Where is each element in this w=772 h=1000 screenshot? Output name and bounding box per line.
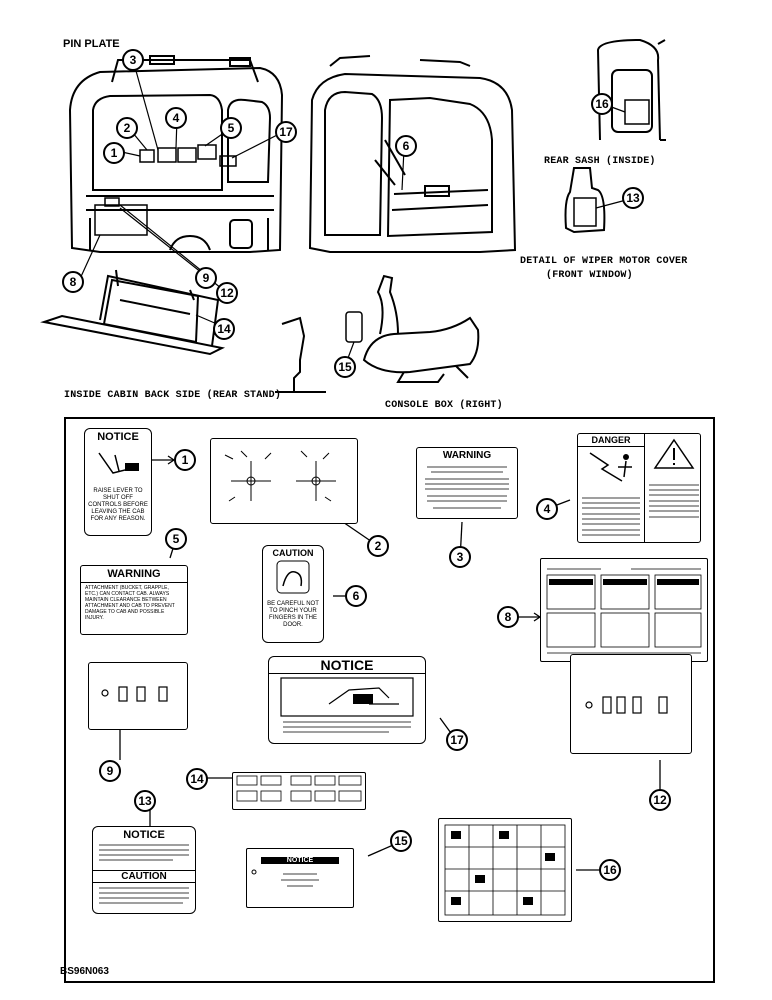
callout-14: 14 — [186, 768, 208, 790]
decal-4-danger: DANGER — [577, 433, 701, 543]
callout-3: 3 — [449, 546, 471, 568]
callout-14-upper: 14 — [213, 318, 235, 340]
callout-15-upper: 15 — [334, 356, 356, 378]
pinch-hand-icon — [276, 560, 310, 594]
decal-1-title: NOTICE — [97, 431, 139, 443]
callout-15: 15 — [390, 830, 412, 852]
callout-17: 17 — [446, 729, 468, 751]
decal-5-warning: WARNING ATTACHMENT (BUCKET, GRAPPLE, ETC… — [80, 565, 188, 635]
pin-plate-label: PIN PLATE — [63, 38, 120, 50]
decal-13-title2: CAUTION — [93, 870, 195, 883]
switch-icons — [585, 696, 668, 714]
switch-icons — [101, 686, 168, 702]
decal-14-label-strip — [232, 772, 366, 810]
decal-4-title: DANGER — [578, 434, 644, 447]
decal-5-text: ATTACHMENT (BUCKET, GRAPPLE, ETC.) CAN C… — [85, 585, 175, 621]
decal-17-notice: NOTICE — [268, 656, 426, 744]
decal-17-title: NOTICE — [269, 657, 425, 674]
callout-17-upper: 17 — [275, 121, 297, 143]
pictogram-grid-icon — [444, 824, 566, 916]
callout-6-upper: 6 — [395, 135, 417, 157]
decal-5-title: WARNING — [81, 566, 187, 583]
callout-8-upper: 8 — [62, 271, 84, 293]
callout-9: 9 — [99, 760, 121, 782]
callout-5-upper: 5 — [220, 117, 242, 139]
callout-16-upper: 16 — [591, 93, 613, 115]
decal-3-title: WARNING — [442, 450, 492, 461]
decal-16-pictogram-grid — [438, 818, 572, 922]
callout-8: 8 — [497, 606, 519, 628]
electrocution-icon — [589, 452, 632, 482]
text-lines-icon — [251, 869, 319, 887]
callout-13-upper: 13 — [622, 187, 644, 209]
text-lines-icon — [425, 466, 509, 509]
callout-13: 13 — [134, 790, 156, 812]
callout-4-upper: 4 — [165, 107, 187, 129]
wiper-detail-label: DETAIL OF WIPER MOTOR COVER — [520, 256, 688, 267]
inside-cabin-label: INSIDE CABIN BACK SIDE (REAR STAND) — [64, 390, 282, 401]
decal-sheet-frame — [64, 417, 715, 983]
decal-6-text: BE CAREFUL NOT TO PINCH YOUR FINGERS IN … — [267, 601, 319, 628]
callout-3-upper: 3 — [122, 49, 144, 71]
label-tiles-icon — [236, 775, 362, 802]
decal-8-lift-chart — [540, 558, 708, 662]
decal-3-warning: WARNING — [416, 447, 518, 519]
text-lines-icon — [582, 497, 640, 536]
callout-6: 6 — [345, 585, 367, 607]
capacity-table-icon — [546, 568, 702, 654]
callout-4: 4 — [536, 498, 558, 520]
console-box-label: CONSOLE BOX (RIGHT) — [385, 400, 503, 411]
decal-1-notice: NOTICE RAISE LEVER TO SHUT OFF CONTROLS … — [84, 428, 152, 536]
rear-sash-label: REAR SASH (INSIDE) — [544, 156, 656, 167]
decal-15-title: NOTICE — [261, 857, 339, 864]
decal-2-pictogram — [210, 438, 358, 524]
callout-9-upper: 9 — [195, 267, 217, 289]
callout-2: 2 — [367, 535, 389, 557]
excavator-bucket-icon — [280, 677, 414, 733]
text-lines-icon — [99, 844, 189, 861]
decal-6-caution: CAUTION BE CAREFUL NOT TO PINCH YOUR FIN… — [262, 545, 324, 643]
callout-16: 16 — [599, 859, 621, 881]
decal-1-text: RAISE LEVER TO SHUT OFF CONTROLS BEFORE … — [88, 488, 148, 522]
drawing-code: BS96N063 — [60, 966, 109, 977]
operating-pattern-icon — [224, 450, 336, 502]
decal-13-notice-caution: NOTICE CAUTION — [92, 826, 196, 914]
text-lines-icon — [99, 887, 189, 904]
decal-9-switch-panel — [88, 662, 188, 730]
decal-13-title: NOTICE — [123, 829, 165, 841]
callout-1: 1 — [174, 449, 196, 471]
callout-12: 12 — [649, 789, 671, 811]
decal-12-switch-panel — [570, 654, 692, 754]
decal-6-title: CAUTION — [272, 548, 314, 558]
text-lines-icon — [649, 484, 699, 518]
callout-12-upper: 12 — [216, 282, 238, 304]
wiper-detail-sub-label: (FRONT WINDOW) — [546, 270, 633, 281]
callout-2-upper: 2 — [116, 117, 138, 139]
callout-1-upper: 1 — [103, 142, 125, 164]
callout-5: 5 — [165, 528, 187, 550]
decal-15-notice-tag: NOTICE — [246, 848, 354, 908]
lever-icon — [98, 452, 139, 474]
hazard-triangle-icon — [653, 438, 695, 469]
